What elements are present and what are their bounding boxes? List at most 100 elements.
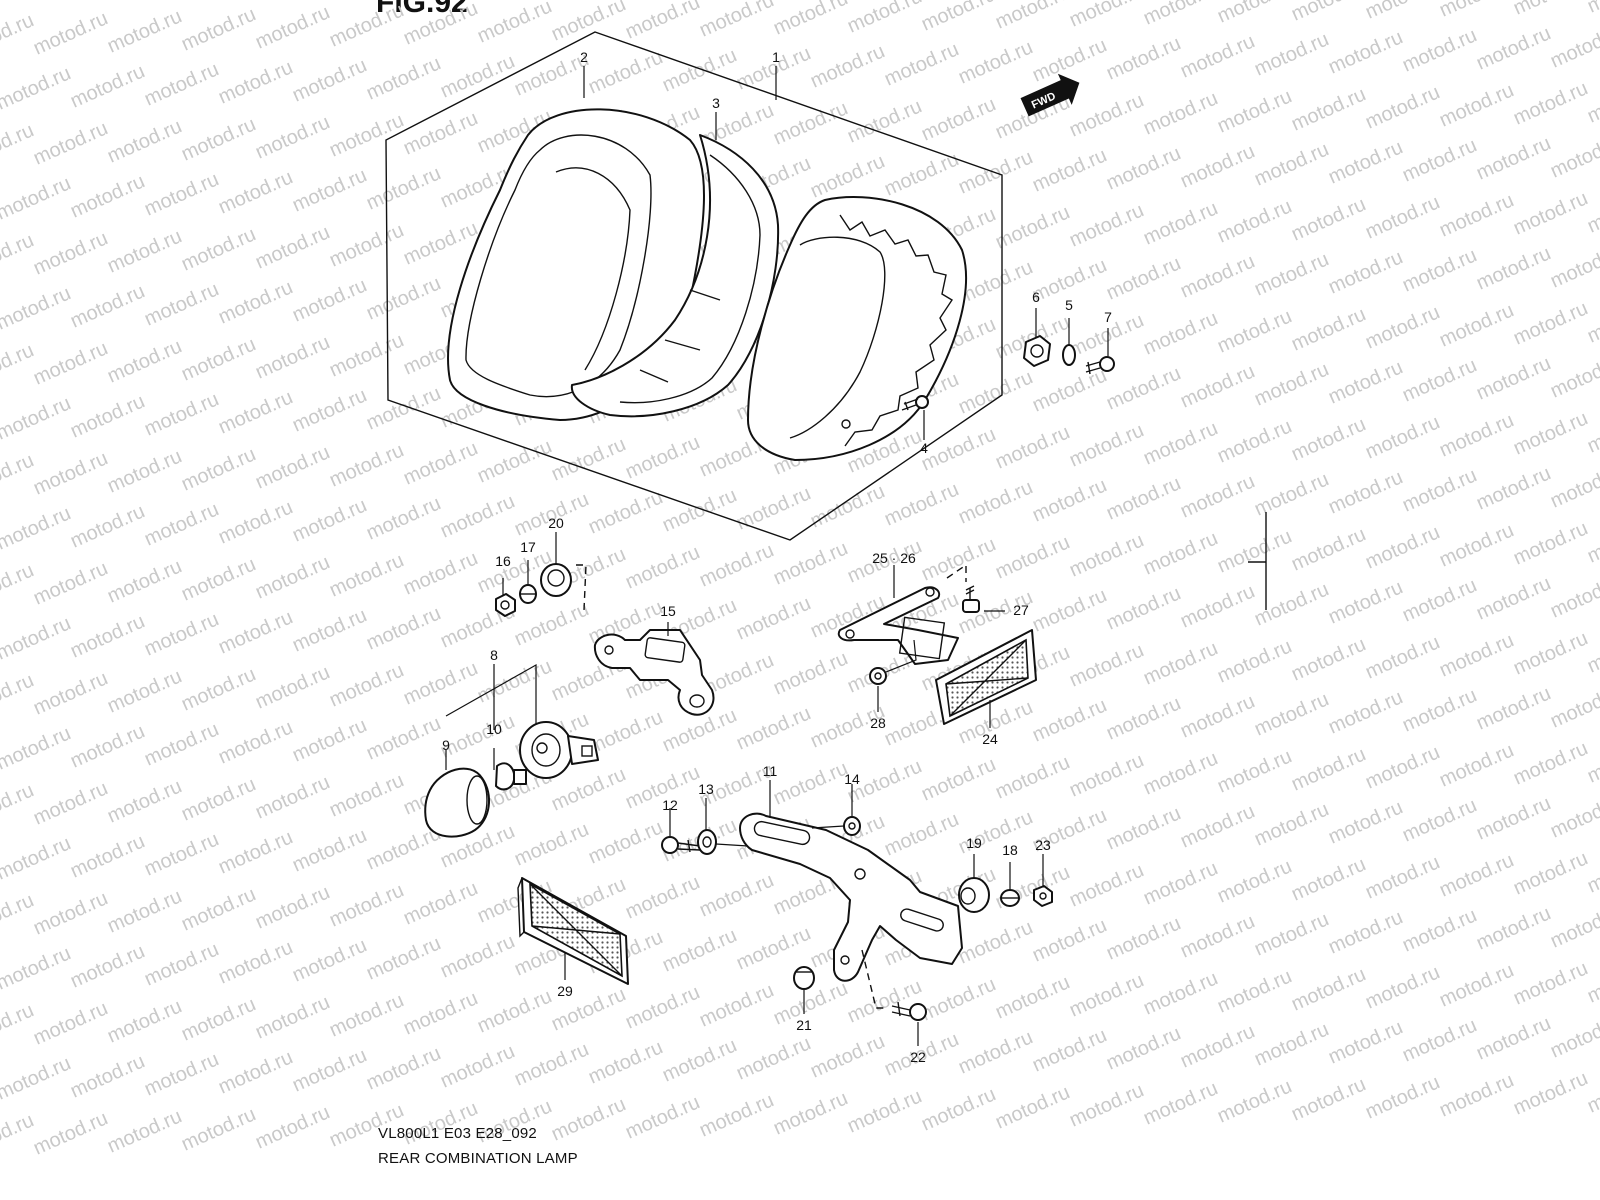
- watermark-text: motod.ru: [1473, 792, 1554, 844]
- watermark-text: motod.ru: [1140, 527, 1221, 579]
- watermark-text: motod.ru: [1140, 0, 1221, 30]
- watermark-text: motod.ru: [1066, 859, 1147, 911]
- watermark-text: motod.ru: [1325, 466, 1406, 518]
- callout-25-26: 25 · 26: [872, 550, 916, 566]
- watermark-text: motod.ru: [67, 720, 148, 772]
- watermark-text: motod.ru: [622, 431, 703, 483]
- callout-29: 29: [557, 983, 573, 999]
- watermark-text: motod.ru: [0, 999, 37, 1051]
- watermark-text: motod.ru: [770, 647, 851, 699]
- watermark-text: motod.ru: [1177, 30, 1258, 82]
- watermark-text: motod.ru: [1399, 904, 1480, 956]
- watermark-text: motod.ru: [1399, 354, 1480, 406]
- watermark-text: motod.ru: [659, 484, 740, 536]
- watermark-text: motod.ru: [1325, 246, 1406, 298]
- callout-20: 20: [548, 515, 564, 531]
- watermark-text: motod.ru: [1399, 134, 1480, 186]
- watermark-text: motod.ru: [104, 5, 185, 57]
- watermark-text: motod.ru: [1288, 0, 1369, 26]
- watermark-text: motod.ru: [1436, 849, 1517, 901]
- watermark-text: motod.ru: [0, 392, 74, 444]
- watermark-text: motod.ru: [1140, 87, 1221, 139]
- watermark-text: motod.ru: [1214, 1075, 1295, 1127]
- part-23-nut: [1033, 885, 1053, 907]
- watermark-text: motod.ru: [585, 486, 666, 538]
- watermark-text: motod.ru: [1473, 462, 1554, 514]
- part-9-lens: [424, 767, 490, 838]
- watermark-text: motod.ru: [30, 887, 111, 939]
- watermark-text: motod.ru: [955, 36, 1036, 88]
- watermark-text: motod.ru: [104, 1105, 185, 1157]
- watermark-text: motod.ru: [844, 0, 925, 38]
- watermark-text: motod.ru: [1103, 142, 1184, 194]
- watermark-text: motod.ru: [918, 1083, 999, 1135]
- watermark-text: motod.ru: [141, 168, 222, 220]
- watermark-text: motod.ru: [178, 663, 259, 715]
- watermark-text: motod.ru: [844, 975, 925, 1027]
- watermark-text: motod.ru: [104, 555, 185, 607]
- watermark-text: motod.ru: [1399, 794, 1480, 846]
- watermark-text: motod.ru: [622, 541, 703, 593]
- watermark-text: motod.ru: [1066, 89, 1147, 141]
- watermark-text: motod.ru: [918, 423, 999, 475]
- watermark-text: motod.ru: [30, 997, 111, 1049]
- watermark-text: motod.ru: [1103, 802, 1184, 854]
- watermark-text: motod.ru: [437, 490, 518, 542]
- watermark-text: motod.ru: [1510, 627, 1591, 679]
- watermark-text: motod.ru: [474, 0, 555, 48]
- watermark-text: motod.ru: [1510, 77, 1591, 129]
- watermark-text: motod.ru: [0, 1109, 37, 1161]
- watermark-text: motod.ru: [696, 869, 777, 921]
- watermark-text: motod.ru: [1251, 578, 1332, 630]
- leader-lines: [445, 66, 1109, 1046]
- watermark-text: motod.ru: [1510, 1067, 1591, 1119]
- part-28-nut: [869, 667, 887, 685]
- watermark-text: motod.ru: [252, 111, 333, 163]
- callout-14: 14: [844, 771, 860, 787]
- watermark-text: motod.ru: [0, 339, 37, 391]
- watermark-text: motod.ru: [1584, 955, 1600, 1007]
- watermark-text: motod.ru: [1029, 1024, 1110, 1076]
- callout-7: 7: [1104, 309, 1112, 325]
- watermark-text: motod.ru: [141, 58, 222, 110]
- watermark-text: motod.ru: [1473, 1012, 1554, 1064]
- callout-17: 17: [520, 539, 536, 555]
- watermark-text: motod.ru: [326, 879, 407, 931]
- watermark-text: motod.ru: [1103, 252, 1184, 304]
- watermark-text: motod.ru: [1177, 470, 1258, 522]
- watermark-text: motod.ru: [104, 115, 185, 167]
- callout-labels: 1 2 3 4 5 6 7 8 9 10 11 12 13 14 15 16 1…: [442, 49, 1112, 1065]
- watermark-text: motod.ru: [1325, 686, 1406, 738]
- watermark-text: motod.ru: [104, 225, 185, 277]
- watermark-text: motod.ru: [1547, 680, 1600, 732]
- watermark-text: motod.ru: [67, 500, 148, 552]
- watermark-text: motod.ru: [1288, 963, 1369, 1015]
- watermark-text: motod.ru: [585, 46, 666, 98]
- watermark-text: motod.ru: [289, 494, 370, 546]
- watermark-text: motod.ru: [178, 553, 259, 605]
- watermark-text: motod.ru: [289, 1044, 370, 1096]
- watermark-text: motod.ru: [1399, 464, 1480, 516]
- watermark-text: motod.ru: [1510, 847, 1591, 899]
- watermark-text: motod.ru: [1103, 472, 1184, 524]
- watermark-text: motod.ru: [1251, 358, 1332, 410]
- watermark-text: motod.ru: [1103, 582, 1184, 634]
- watermark-text: motod.ru: [1436, 1069, 1517, 1121]
- section-name: REAR COMBINATION LAMP: [378, 1150, 578, 1167]
- part-21-cap: [793, 966, 815, 990]
- watermark-text: motod.ru: [400, 877, 481, 929]
- part-19-grommet: [958, 877, 990, 913]
- watermark-text: motod.ru: [511, 818, 592, 870]
- watermark-text: motod.ru: [770, 757, 851, 809]
- watermark-text: motod.ru: [326, 219, 407, 271]
- watermark-text: motod.ru: [881, 38, 962, 90]
- part-25-26-bracket: [837, 586, 959, 665]
- watermark-text: motod.ru: [1325, 1016, 1406, 1068]
- watermark-text: motod.ru: [289, 54, 370, 106]
- watermark-text: motod.ru: [326, 769, 407, 821]
- watermark-text: motod.ru: [770, 1087, 851, 1139]
- part-2-lens-frame: [447, 108, 705, 421]
- callout-28: 28: [870, 715, 886, 731]
